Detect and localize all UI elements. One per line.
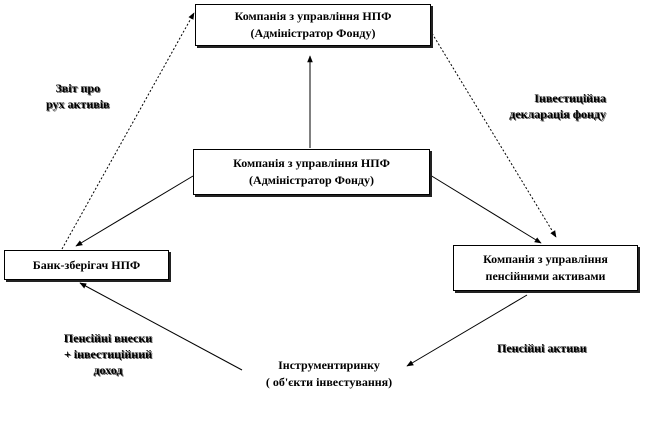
report-label: Звіт про рух активів [46,80,110,112]
declaration-line-2: декларація фонду [509,107,606,121]
contributions-line-2: + інвестиційний [63,347,153,361]
contributions-line-3: доход [93,363,123,377]
center-node-line-2: (Адміністратор Фонду) [249,173,374,187]
asset-manager-node-line-1: Компанія з управління [483,252,608,266]
bank-node-line-1: Банк-зберігач НПФ [32,257,141,272]
arrow-instruments-to-bank [79,282,243,371]
bank-node-box: Банк-зберігач НПФ [4,250,169,280]
arrow-asset-manager-to-instruments [406,294,528,367]
report-line-2: рух активів [46,97,110,111]
arrow-top-to-asset-manager [429,29,557,238]
assets-label: Пенсійні активи [497,340,587,356]
top-node-box: Компанія з управління НПФ (Адміністратор… [195,4,431,46]
declaration-label: Інвестиційна декларація фонду [480,90,606,122]
center-node-box: Компанія з управління НПФ (Адміністратор… [193,149,430,195]
contributions-line-1: Пенсійні внески [63,331,153,345]
contributions-label: Пенсійні внески + інвестиційний доход [50,330,166,378]
instruments-line-2: ( об'єкти інвестування) [265,375,393,389]
center-node-line-1: Компанія з управління НПФ [233,156,390,170]
assets-line-1: Пенсійні активи [497,341,587,355]
arrow-center-to-bank [75,175,194,247]
report-line-1: Звіт про [55,81,101,95]
asset-manager-node-line-2: пенсійними активами [485,269,606,283]
top-node-line-1: Компанія з управління НПФ [234,9,392,23]
arrow-center-to-asset-manager [429,174,542,244]
arrow-bank-to-top [61,12,195,250]
instruments-line-1: Інструментиринку [278,358,380,372]
instruments-label: Інструментиринку ( об'єкти інвестування) [245,357,413,391]
asset-manager-node-box: Компанія з управління пенсійними активам… [453,245,638,291]
top-node-line-2: (Адміністратор Фонду) [250,26,376,40]
declaration-line-1: Інвестиційна [534,91,606,105]
